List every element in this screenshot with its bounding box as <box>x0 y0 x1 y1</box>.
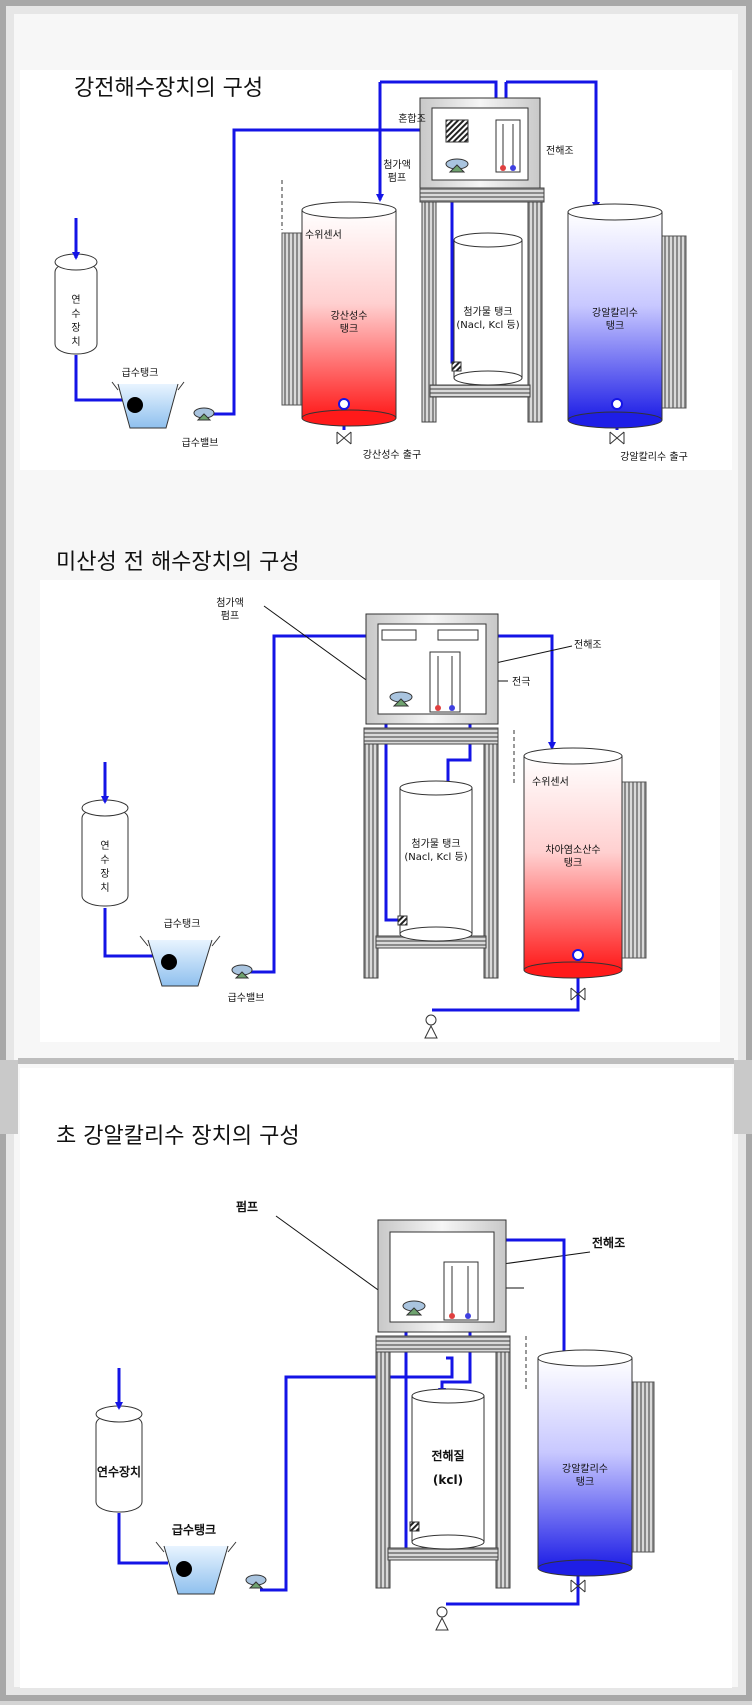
hypochlorous-tank: 수위센서 차아염소산수 탱크 <box>513 730 647 1001</box>
diagram-1: 연 수 장 치 급수탱크 <box>54 80 688 463</box>
alkali-tank-1-label: 강알칼리수 <box>592 306 638 319</box>
additive-tank-1-label: 첨가물 탱크 <box>463 306 512 318</box>
water-sensor-2-label: 수위센서 <box>532 775 569 788</box>
mixing-tank-label: 혼합조 <box>398 112 426 125</box>
feed-tank-3-label: 급수탱크 <box>172 1523 216 1537</box>
alkali-tank-3-label: 강알칼리수 <box>562 1462 608 1475</box>
alkali-tank-3: 강알칼리수 탱크 <box>525 1336 655 1593</box>
water-sensor-1-label: 수위센서 <box>305 228 342 241</box>
softener-2-char: 수 <box>100 854 109 866</box>
softener-1-char: 치 <box>71 336 80 348</box>
diagram-1-title: 강전해수장치의 구성 <box>74 76 264 101</box>
softener-1: 연 수 장 치 <box>54 253 98 355</box>
softener-1-char: 연 <box>71 294 80 306</box>
additive-tank-1 <box>453 239 523 379</box>
dosing-pump-1-label: 첨가액 <box>383 159 411 171</box>
softener-3-label: 연수장치 <box>97 1464 141 1479</box>
alkali-tank-1-label: 탱크 <box>606 320 624 332</box>
electrode-label: 전극 <box>512 676 530 688</box>
stand-2: 첨가물 탱크 (Nacl, Kcl 등) <box>363 613 499 979</box>
feed-tank-1-label: 급수탱크 <box>122 367 159 379</box>
feed-tank-2-label: 급수탱크 <box>164 918 201 930</box>
acid-tank-label: 강산성수 <box>331 310 368 322</box>
diagram-3: 펌프 전해조 연수장치 급수탱크 <box>95 1199 655 1631</box>
diagram-2: 연 수 장 치 첨가액 펌프 전해조 전극 급수탱크 <box>81 597 647 1039</box>
electrolyzer-3-label: 전해조 <box>592 1235 625 1250</box>
diagram-2-title: 미산성 전 해수장치의 구성 <box>56 550 300 575</box>
softener-1-char: 수 <box>71 308 80 320</box>
acid-outlet-label: 강산성수 출구 <box>363 449 421 461</box>
softener-2-char: 장 <box>100 868 109 880</box>
diagram-3-title: 초 강알칼리수 장치의 구성 <box>56 1124 300 1149</box>
softener-3: 연수장치 <box>95 1405 143 1513</box>
softener-2: 연 수 장 치 <box>81 799 129 907</box>
feed-tank-1: 급수탱크 <box>111 367 185 429</box>
additive-tank-1-label: (Nacl, Kcl 등) <box>456 319 519 331</box>
electrolyte-tank <box>411 1395 485 1543</box>
feed-valve-2: 급수밸브 <box>228 964 265 1004</box>
softener-2-char: 치 <box>100 882 109 894</box>
stand-1: 혼합조 전해조 첨가액 펌프 첨가물 탱크 (Nacl, Kcl 등) <box>383 97 574 423</box>
feed-valve-1-label: 급수밸브 <box>182 437 219 449</box>
outlet-faucet-3 <box>435 1606 449 1631</box>
additive-tank-2-label: (Nacl, Kcl 등) <box>404 851 467 863</box>
hypochlorous-tank-label: 탱크 <box>564 857 582 869</box>
dosing-pump-1-label: 펌프 <box>388 172 406 184</box>
alkali-tank-3-label: 탱크 <box>576 1476 594 1488</box>
stand-3: 전해질 (kcl) <box>375 1219 511 1589</box>
feed-valve-3 <box>245 1574 267 1589</box>
additive-tank-2-label: 첨가물 탱크 <box>411 838 460 850</box>
mixing-tank <box>445 119 469 143</box>
dosing-pump-2-label: 첨가액 <box>216 597 244 609</box>
acid-tank-label: 탱크 <box>340 323 358 335</box>
electrolyte-label: 전해질 <box>431 1448 464 1463</box>
electrolyzer-3 <box>443 1261 479 1321</box>
feed-tank-2: 급수탱크 <box>139 918 221 987</box>
electrolyzer-1-label: 전해조 <box>546 144 574 157</box>
electrolyzer-2-label: 전해조 <box>574 638 602 651</box>
softener-1-char: 장 <box>71 322 80 334</box>
softener-2-char: 연 <box>100 840 109 852</box>
feed-valve-2-label: 급수밸브 <box>228 992 265 1004</box>
electrolyte-label: (kcl) <box>433 1473 463 1487</box>
feed-valve-1: 급수밸브 <box>182 407 219 449</box>
outlet-faucet-2 <box>424 1014 438 1039</box>
alkali-outlet-label: 강알칼리수 출구 <box>620 450 688 463</box>
pump-3-label: 펌프 <box>236 1199 258 1214</box>
dosing-pump-2-label: 펌프 <box>221 610 239 622</box>
hypochlorous-tank-label: 차아염소산수 <box>545 844 600 856</box>
feed-tank-3: 급수탱크 <box>155 1523 237 1595</box>
acid-tank: 수위센서 강산성수 탱크 강산성수 출구 <box>281 180 421 461</box>
alkali-tank-1: 강알칼리수 탱크 강알칼리수 출구 <box>567 203 688 463</box>
electrolyzer-1 <box>495 119 521 173</box>
electrolyzer-2 <box>429 651 461 713</box>
